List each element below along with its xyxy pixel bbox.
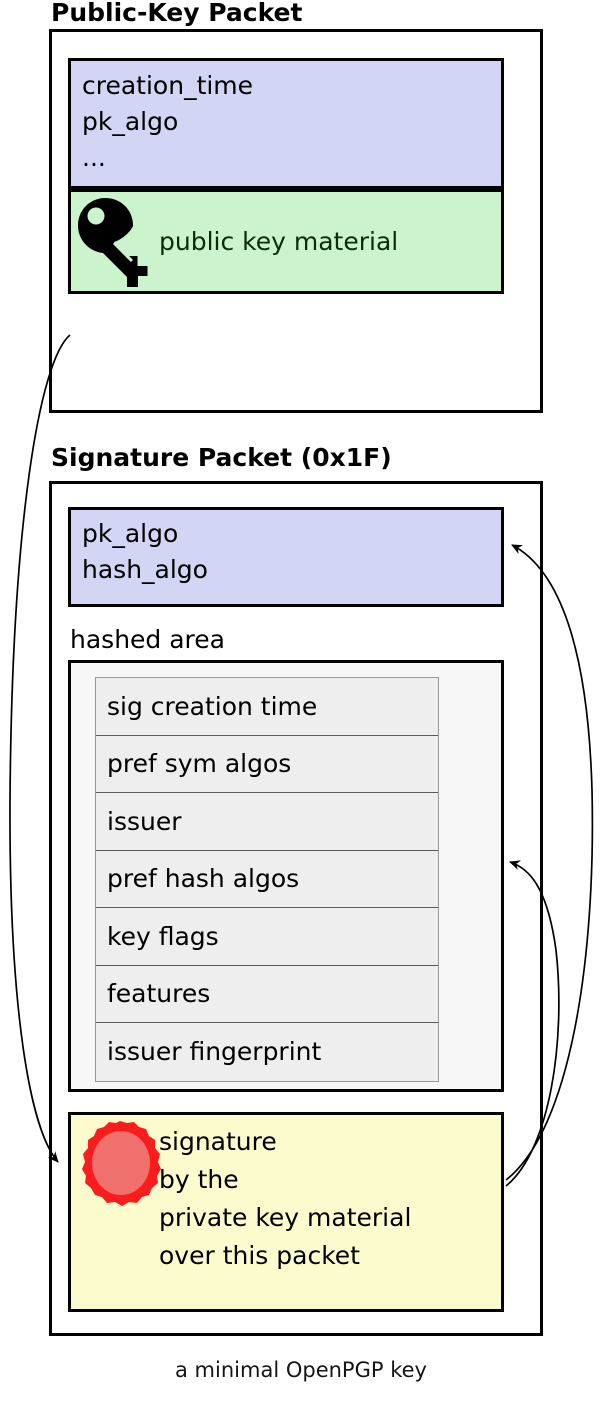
list-item: issuer fingerprint <box>96 1023 438 1081</box>
seal-icon <box>82 1121 161 1206</box>
list-item: pref hash algos <box>96 850 438 908</box>
key-icon <box>78 198 148 287</box>
list-item: key flags <box>96 908 438 966</box>
algo-line-hash-algo: hash_algo <box>82 555 208 584</box>
signature-line-1: signature <box>159 1127 277 1156</box>
meta-line-creation-time: creation_time <box>82 71 254 100</box>
public-key-packet-title: Public-Key Packet <box>51 0 303 27</box>
public-key-meta-lines: creation_time pk_algo ... <box>82 68 253 176</box>
list-item: pref sym algos <box>96 735 438 793</box>
algo-line-pk-algo: pk_algo <box>82 519 179 548</box>
meta-line-pk-algo: pk_algo <box>82 107 179 136</box>
signature-algo-lines: pk_algo hash_algo <box>82 516 208 588</box>
meta-line-ellipsis: ... <box>82 143 106 172</box>
signature-line-2: by the <box>159 1165 239 1194</box>
list-item: issuer <box>96 793 438 851</box>
diagram-caption: a minimal OpenPGP key <box>175 1358 427 1382</box>
signature-line-4: over this packet <box>159 1241 360 1270</box>
signature-block-lines: signature by the private key material ov… <box>159 1123 411 1275</box>
list-item: sig creation time <box>96 678 438 736</box>
public-key-material-label: public key material <box>159 227 399 256</box>
hashed-area-label: hashed area <box>70 625 225 654</box>
signature-packet-title: Signature Packet (0x1F) <box>51 443 392 472</box>
public-key-material-block <box>68 189 504 294</box>
signature-line-3: private key material <box>159 1203 412 1232</box>
public-key-meta-block <box>68 58 504 189</box>
hashed-subpacket-list: sig creation time pref sym algos issuer … <box>95 677 439 1082</box>
list-item: features <box>96 965 438 1023</box>
signature-algo-block <box>68 507 504 607</box>
